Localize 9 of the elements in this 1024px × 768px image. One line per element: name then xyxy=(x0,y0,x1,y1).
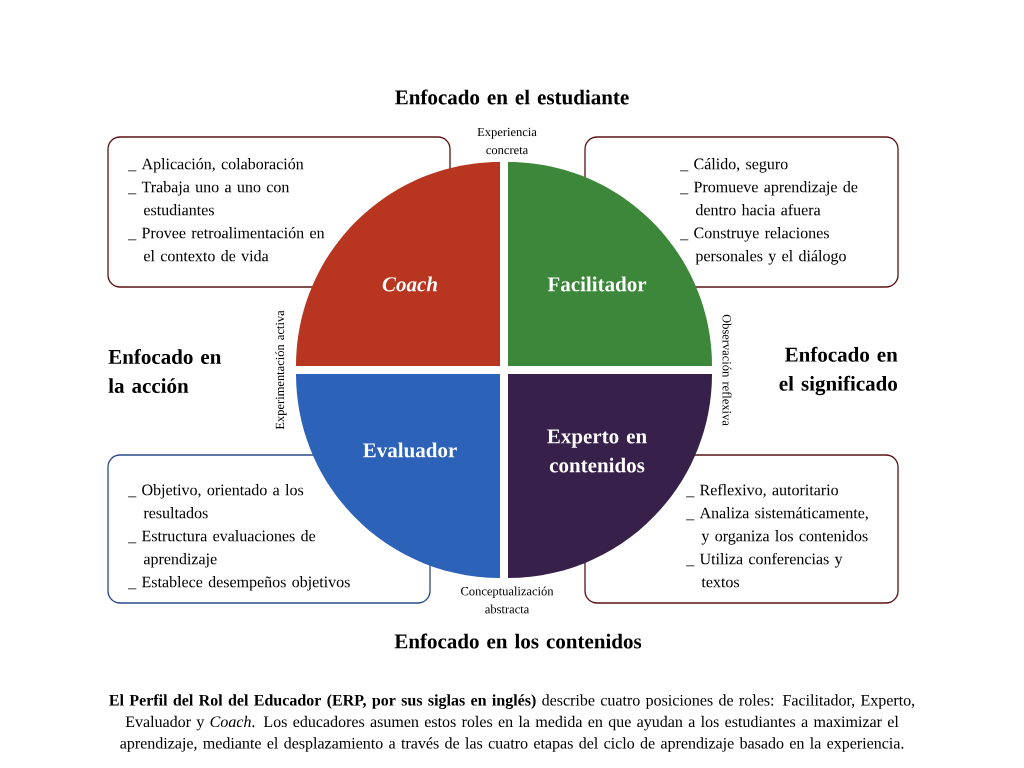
axis-label: Experimentación activa xyxy=(275,310,287,430)
axis-heading: Enfocado en el estudiante xyxy=(395,89,629,105)
axis-heading: Enfocado en el significado xyxy=(779,346,898,396)
axis-label: Experiencia concreta xyxy=(477,127,537,155)
axis-heading: Enfocado en los contenidos xyxy=(394,633,642,649)
axis-label: Observación reflexiva xyxy=(722,314,732,426)
axis-label: Conceptualización abstracta xyxy=(461,586,554,614)
axis-heading: Enfocado en la acción xyxy=(108,349,222,393)
caption: El Perfil del Rol del Educador (ERP, por sus siglas en inglés) describe cuatro posiciones de roles: Facilitador, Experto, Evaluador y Coach. Los educadores asumen estos roles en la medida en que ayudan a los estudiantes a maximizar el aprendizaje, mediante el desplazamiento a través de las cuatro etapas del ciclo de aprendizaje basado en la experiencia. xyxy=(109,694,915,752)
